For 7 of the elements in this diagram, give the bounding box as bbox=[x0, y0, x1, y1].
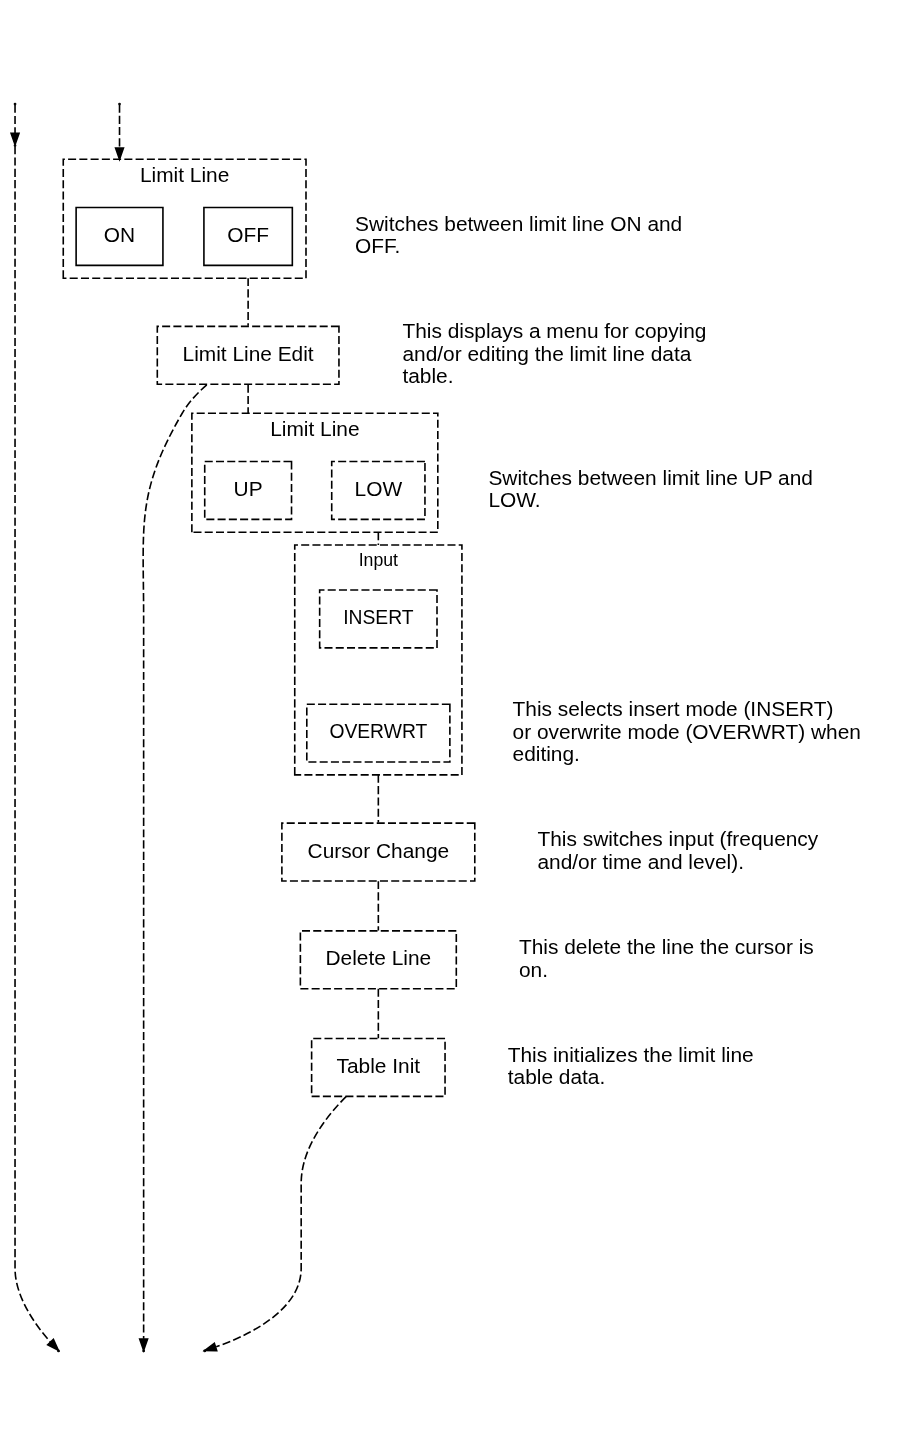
node-label: This initializes the limit line table data. bbox=[507, 1042, 754, 1089]
node-label: This displays a menu for copying and/or editing the limit line data table. bbox=[402, 319, 707, 388]
node-label: This delete the line the cursor is on. bbox=[518, 935, 814, 981]
node-label: Switches between limit line ON and OFF. bbox=[355, 211, 683, 258]
node-label: This selects insert mode (INSERT) or overwrite mode (OVERWRT) when editing. bbox=[512, 697, 861, 766]
node-label: Switches between limit line UP and LOW. bbox=[488, 465, 813, 512]
node-label: This switches input (frequency and/or time and level). bbox=[537, 827, 819, 873]
